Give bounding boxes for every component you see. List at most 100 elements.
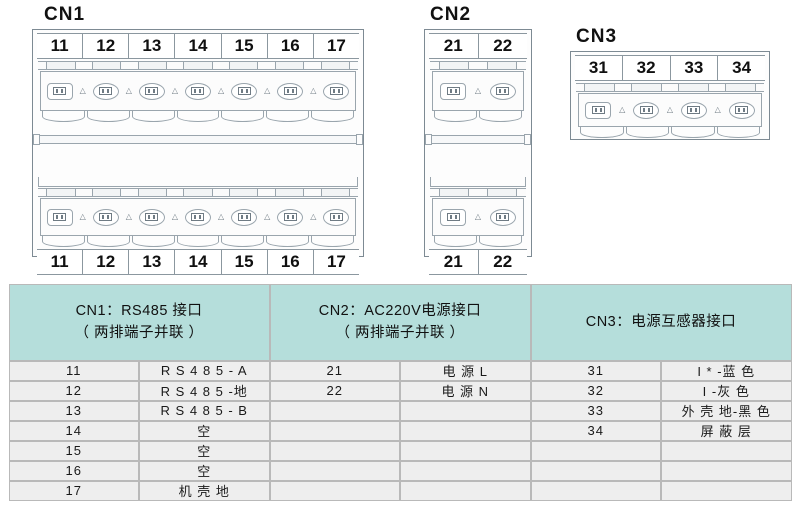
triangle-separator-icon: △ — [217, 212, 225, 221]
cn1-bottom-num-12: 12 — [83, 250, 130, 274]
cn1-top-num-15: 15 — [222, 34, 268, 58]
cn3-desc: 外 壳 地-黑 色 — [660, 400, 792, 421]
triangle-separator-icon: △ — [310, 86, 317, 95]
cn1-block-body: 11 12 13 14 15 16 17 △ △ △ — [32, 29, 364, 275]
cn2-desc: 电 源 L — [399, 360, 531, 381]
cn2-top-num-22: 22 — [493, 36, 513, 55]
cn1-desc: 空 — [138, 440, 270, 461]
header-cn2-line2: （ 两排端子并联 ） — [335, 325, 465, 341]
table-header-row: CN1：RS485 接口 （ 两排端子并联 ） CN2：AC220V电源接口 （… — [8, 283, 792, 361]
header-cn2: CN2：AC220V电源接口 （ 两排端子并联 ） — [269, 283, 531, 361]
cn2-top-port-panel: △ — [432, 71, 524, 111]
cn1-desc: R S 4 8 5 -地 — [138, 380, 270, 401]
cn2-pin — [269, 440, 401, 461]
triangle-separator-icon: △ — [714, 105, 721, 114]
table-body: 11 R S 4 8 5 - A 21 电 源 L 31 I * -蓝 色 12… — [8, 360, 792, 501]
cn2-top-number-row: 21 22 — [429, 33, 527, 59]
header-cn1: CN1：RS485 接口 （ 两排端子并联 ） — [8, 283, 270, 361]
cn3-clamp-strip — [576, 83, 764, 92]
cn1-top-num-16: 16 — [268, 34, 314, 58]
cn2-pin — [269, 460, 401, 481]
cn2-bottom-clamp-strip — [430, 188, 526, 197]
screw-terminal-port-icon — [133, 208, 170, 226]
cn2-bottom-number-row: 21 22 — [429, 249, 527, 275]
cn3-skirt — [579, 127, 761, 138]
screw-terminal-port-icon — [627, 101, 666, 119]
cn3-desc — [660, 440, 792, 461]
cn1-desc: R S 4 8 5 - A — [138, 360, 270, 381]
cn3-desc: I * -蓝 色 — [660, 360, 792, 381]
cn2-desc — [399, 480, 531, 501]
terminal-block-diagram: CN1 11 12 13 14 15 16 17 △ △ — [32, 4, 770, 275]
cn1-pin: 15 — [8, 440, 140, 461]
cn2-desc — [399, 420, 531, 441]
cn1-desc: R S 4 8 5 - B — [138, 400, 270, 421]
cn1-middle-section — [33, 122, 363, 177]
cn1-bottom-clamp-strip — [38, 188, 358, 197]
cn2-pin — [269, 480, 401, 501]
cn2-pin: 21 — [269, 360, 401, 381]
cn2-desc — [399, 460, 531, 481]
cn2-bottom-num-21: 21 — [429, 250, 479, 274]
cn3-num-32: 32 — [623, 56, 671, 80]
cn1-top-skirt — [41, 111, 355, 122]
cn1-pin: 14 — [8, 420, 140, 441]
connector-cn3-title: CN3 — [576, 26, 618, 47]
cn1-top-num-11: 11 — [37, 34, 84, 58]
triangle-separator-icon: △ — [666, 105, 674, 114]
cn1-top-num-14: 14 — [175, 34, 222, 58]
screw-terminal-port-icon — [87, 82, 124, 100]
triangle-separator-icon: △ — [79, 86, 86, 95]
cn1-desc: 机 壳 地 — [138, 480, 270, 501]
terminal-assignment-table: CN1：RS485 接口 （ 两排端子并联 ） CN2：AC220V电源接口 （… — [8, 283, 792, 501]
cn3-pin: 31 — [530, 360, 662, 381]
cn3-desc — [660, 480, 792, 501]
cn3-pin: 32 — [530, 380, 662, 401]
table-row: 13 R S 4 8 5 - B 33 外 壳 地-黑 色 — [8, 400, 792, 421]
header-cn3-line1: CN3：电源互感器接口 — [585, 313, 737, 330]
screw-terminal-port-icon — [41, 82, 78, 100]
triangle-separator-icon: △ — [264, 212, 271, 221]
connector-cn3: CN3 31 32 33 34 △ △ △ — [570, 26, 770, 140]
cn1-top-port-panel: △ △ △ △ △ △ — [40, 71, 356, 111]
cn3-num-34: 34 — [732, 58, 752, 77]
cn1-bottom-num-17: 17 — [326, 252, 346, 271]
cn2-bottom-num-22: 22 — [493, 252, 513, 271]
screw-terminal-port-icon — [318, 208, 355, 226]
screw-terminal-port-icon — [87, 208, 124, 226]
triangle-separator-icon: △ — [217, 86, 225, 95]
cn2-top-skirt — [433, 111, 523, 122]
screw-terminal-port-icon — [433, 82, 474, 100]
cn1-top-num-17: 17 — [326, 36, 346, 55]
connector-cn1: CN1 11 12 13 14 15 16 17 △ △ — [32, 4, 364, 275]
cn3-num-33: 33 — [671, 56, 719, 80]
cn3-pin — [530, 480, 662, 501]
cn1-bottom-num-11: 11 — [37, 250, 84, 274]
table-row: 16 空 — [8, 460, 792, 481]
screw-terminal-port-icon — [675, 101, 714, 119]
table-row: 15 空 — [8, 440, 792, 461]
screw-terminal-port-icon — [579, 101, 618, 119]
cn3-block-body: 31 32 33 34 △ △ △ — [570, 51, 770, 140]
cn1-bottom-port-panel: △ △ △ △ △ △ — [40, 198, 356, 236]
header-cn3: CN3：电源互感器接口 — [530, 283, 792, 361]
screw-terminal-port-icon — [433, 208, 474, 226]
connector-cn2: CN2 21 22 △ — [424, 4, 532, 275]
screw-terminal-port-icon — [272, 208, 309, 226]
cn1-top-number-row: 11 12 13 14 15 16 17 — [37, 33, 359, 59]
cn3-desc: 屏 蔽 层 — [660, 420, 792, 441]
triangle-separator-icon: △ — [474, 86, 482, 95]
cn3-desc: I -灰 色 — [660, 380, 792, 401]
table-row: 11 R S 4 8 5 - A 21 电 源 L 31 I * -蓝 色 — [8, 360, 792, 381]
cn2-ledge — [430, 177, 526, 187]
cn1-top-num-13: 13 — [129, 34, 176, 58]
header-cn2-line1: CN2：AC220V电源接口 — [318, 302, 482, 319]
cn2-bottom-port-panel: △ — [432, 198, 524, 236]
cn1-bottom-number-row: 11 12 13 14 15 16 17 — [37, 249, 359, 275]
triangle-separator-icon: △ — [264, 86, 271, 95]
cn2-desc: 电 源 N — [399, 380, 531, 401]
cn1-top-clamp-strip — [38, 61, 358, 70]
cn1-pin: 12 — [8, 380, 140, 401]
cn3-port-panel: △ △ △ — [578, 93, 762, 127]
cn1-pin: 13 — [8, 400, 140, 421]
